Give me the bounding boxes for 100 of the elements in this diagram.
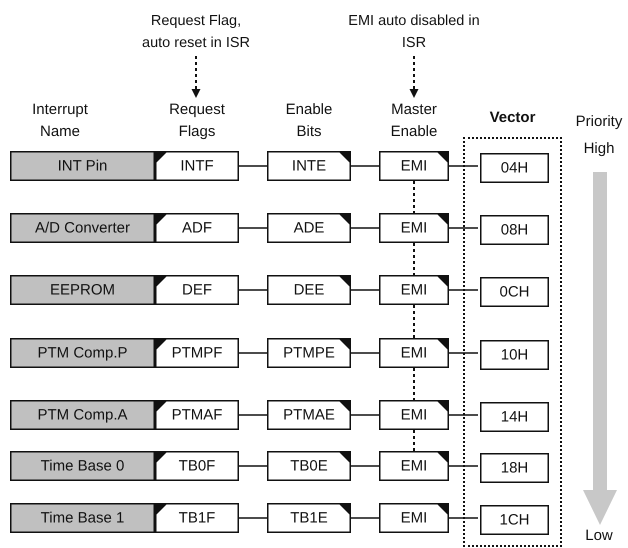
enable-bit-box: [267, 338, 351, 368]
box-label: 08H: [500, 222, 530, 238]
connector-line: [239, 414, 267, 416]
vector-address-box: [480, 505, 549, 535]
connector-line: [239, 465, 267, 467]
vector-address-box: [480, 215, 549, 245]
box-label: 0CH: [498, 284, 530, 300]
box-label: DEE: [292, 282, 326, 298]
connector-line: [449, 517, 478, 519]
box-label: TB1E: [289, 510, 329, 526]
request-flag-box: [155, 503, 239, 533]
connector-line: [449, 165, 478, 167]
enable-bit-box: [267, 151, 351, 181]
interrupt-name-box: [10, 400, 155, 430]
connector-line: [351, 414, 379, 416]
box-label: PTMAE: [282, 408, 336, 422]
connector-line: [351, 227, 379, 229]
interrupt-name-box: [10, 213, 155, 243]
box-label: EMI: [400, 282, 428, 298]
enable-bit-box: [267, 275, 351, 305]
connector-line: [239, 227, 267, 229]
column-heading: Request Flags: [162, 99, 232, 143]
priority-label: Low: [584, 526, 614, 546]
request-flag-box: [155, 151, 239, 181]
box-label: EMI: [400, 220, 428, 236]
interrupt-name-box: [10, 338, 155, 368]
column-heading: Interrupt Name: [31, 100, 89, 142]
master-enable-box: [379, 275, 449, 305]
request-flag-box: [155, 451, 239, 481]
connector-line: [413, 181, 415, 213]
enable-bit-box: [267, 451, 351, 481]
box-label: 14H: [500, 410, 530, 424]
column-heading: Enable Bits: [284, 100, 334, 142]
enable-bit-box: [267, 503, 351, 533]
connector-line: [449, 227, 478, 229]
box-label: INTE: [290, 158, 328, 174]
vector-address-box: [480, 340, 549, 370]
annotation-text: EMI auto disabled in ISR: [344, 10, 484, 54]
connector-line: [239, 517, 267, 519]
connector-line: [413, 368, 415, 400]
connector-line: [351, 165, 379, 167]
connector-line: [239, 165, 267, 167]
request-flag-box: [155, 275, 239, 305]
column-heading: Master Enable: [374, 99, 454, 143]
connector-line: [351, 465, 379, 467]
box-label: PTMAF: [170, 408, 224, 422]
interrupt-name-box: [10, 451, 155, 481]
box-label: A/D Converter: [34, 220, 132, 236]
interrupt-name-box: [10, 275, 155, 305]
connector-line: [413, 305, 415, 338]
box-label: PTM Comp.P: [36, 346, 128, 360]
box-label: EEPROM: [48, 282, 116, 298]
box-label: DEF: [181, 282, 213, 298]
connector-line: [239, 352, 267, 354]
box-label: Time Base 1: [40, 510, 126, 526]
box-label: EMI: [400, 510, 428, 526]
master-enable-box: [379, 338, 449, 368]
interrupt-name-box: [10, 503, 155, 533]
vector-address-box: [480, 153, 549, 183]
priority-label: Priority: [574, 112, 624, 132]
vector-address-box: [480, 402, 549, 432]
priority-label: High: [582, 139, 616, 159]
request-flag-box: [155, 338, 239, 368]
box-label: 04H: [500, 160, 530, 176]
box-label: ADE: [292, 220, 326, 236]
column-heading: Vector: [488, 109, 536, 126]
box-label: EMI: [400, 458, 428, 474]
connector-line: [351, 352, 379, 354]
box-label: ADF: [181, 220, 213, 236]
connector-line: [351, 517, 379, 519]
box-label: TB0E: [289, 458, 329, 474]
box-label: EMI: [400, 158, 428, 174]
arrow: [410, 56, 418, 98]
master-enable-box: [379, 400, 449, 430]
connector-line: [449, 414, 478, 416]
enable-bit-box: [267, 400, 351, 430]
box-label: PTM Comp.A: [36, 408, 128, 422]
connector-line: [413, 243, 415, 275]
request-flag-box: [155, 400, 239, 430]
request-flag-box: [155, 213, 239, 243]
arrow: [192, 56, 200, 98]
interrupt-name-box: [10, 151, 155, 181]
box-label: TB0F: [178, 458, 216, 474]
master-enable-box: [379, 151, 449, 181]
enable-bit-box: [267, 213, 351, 243]
connector-line: [351, 289, 379, 291]
box-label: EMI: [400, 408, 428, 422]
box-label: PTMPF: [170, 346, 224, 360]
box-label: 10H: [500, 348, 530, 362]
connector-line: [413, 430, 415, 451]
connector-line: [449, 352, 478, 354]
master-enable-box: [379, 213, 449, 243]
box-label: EMI: [400, 346, 428, 360]
box-label: 1CH: [498, 512, 530, 528]
connector-line: [239, 289, 267, 291]
vector-address-box: [480, 453, 549, 483]
box-label: INTF: [179, 158, 215, 174]
connector-line: [449, 289, 478, 291]
box-label: Time Base 0: [40, 458, 126, 474]
master-enable-box: [379, 451, 449, 481]
